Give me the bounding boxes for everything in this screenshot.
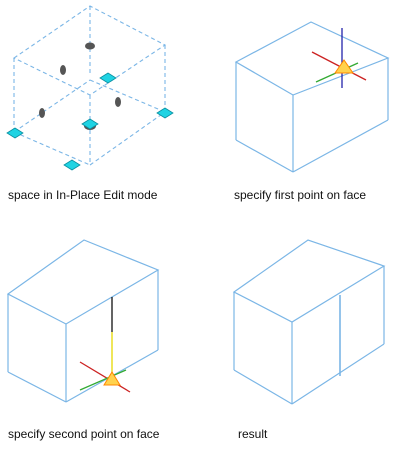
cyan-grip-icon[interactable] <box>81 118 99 130</box>
cyan-grip-icon[interactable] <box>63 159 81 171</box>
direction-dot-icon[interactable] <box>60 65 66 75</box>
box-top-face <box>232 239 386 323</box>
box-edge <box>292 119 389 173</box>
tracking-triangle-icon <box>334 59 354 74</box>
caption-result: result <box>238 427 268 441</box>
box-result <box>232 239 386 405</box>
crosshair-cursor-icon <box>311 28 367 88</box>
cyan-grip-icon[interactable] <box>6 127 24 139</box>
panel-result: result <box>208 232 416 474</box>
box-second-point <box>6 239 160 403</box>
caption-first-point: specify first point on face <box>234 188 367 202</box>
box-edge <box>233 369 293 405</box>
tracking-triangle-icon <box>103 371 121 386</box>
crosshair-cursor-icon <box>79 361 131 393</box>
box-first-point <box>234 21 390 173</box>
box-edit-mode <box>6 5 174 171</box>
box-edge <box>235 139 294 173</box>
box-top-face <box>234 21 390 96</box>
cyan-grip-icon[interactable] <box>99 72 117 84</box>
box-edge <box>13 79 91 133</box>
cyan-grip-icon[interactable] <box>156 107 174 119</box>
box-edge <box>89 111 166 166</box>
box-edge <box>7 371 67 403</box>
direction-dot-icon[interactable] <box>39 108 45 118</box>
box-edge <box>291 343 385 405</box>
box-edge <box>13 131 91 166</box>
box-top-face <box>6 239 160 325</box>
direction-dot-icon[interactable] <box>85 42 95 50</box>
box-edge <box>89 79 166 113</box>
panel-first-point: specify first point on face <box>208 0 416 210</box>
panel-second-point: specify second point on face <box>0 232 200 474</box>
panel-edit-mode: space in In-Place Edit mode <box>0 0 200 210</box>
direction-dot-icon[interactable] <box>115 97 121 107</box>
caption-second-point: specify second point on face <box>8 427 160 441</box>
caption-edit-mode: space in In-Place Edit mode <box>8 188 158 202</box>
